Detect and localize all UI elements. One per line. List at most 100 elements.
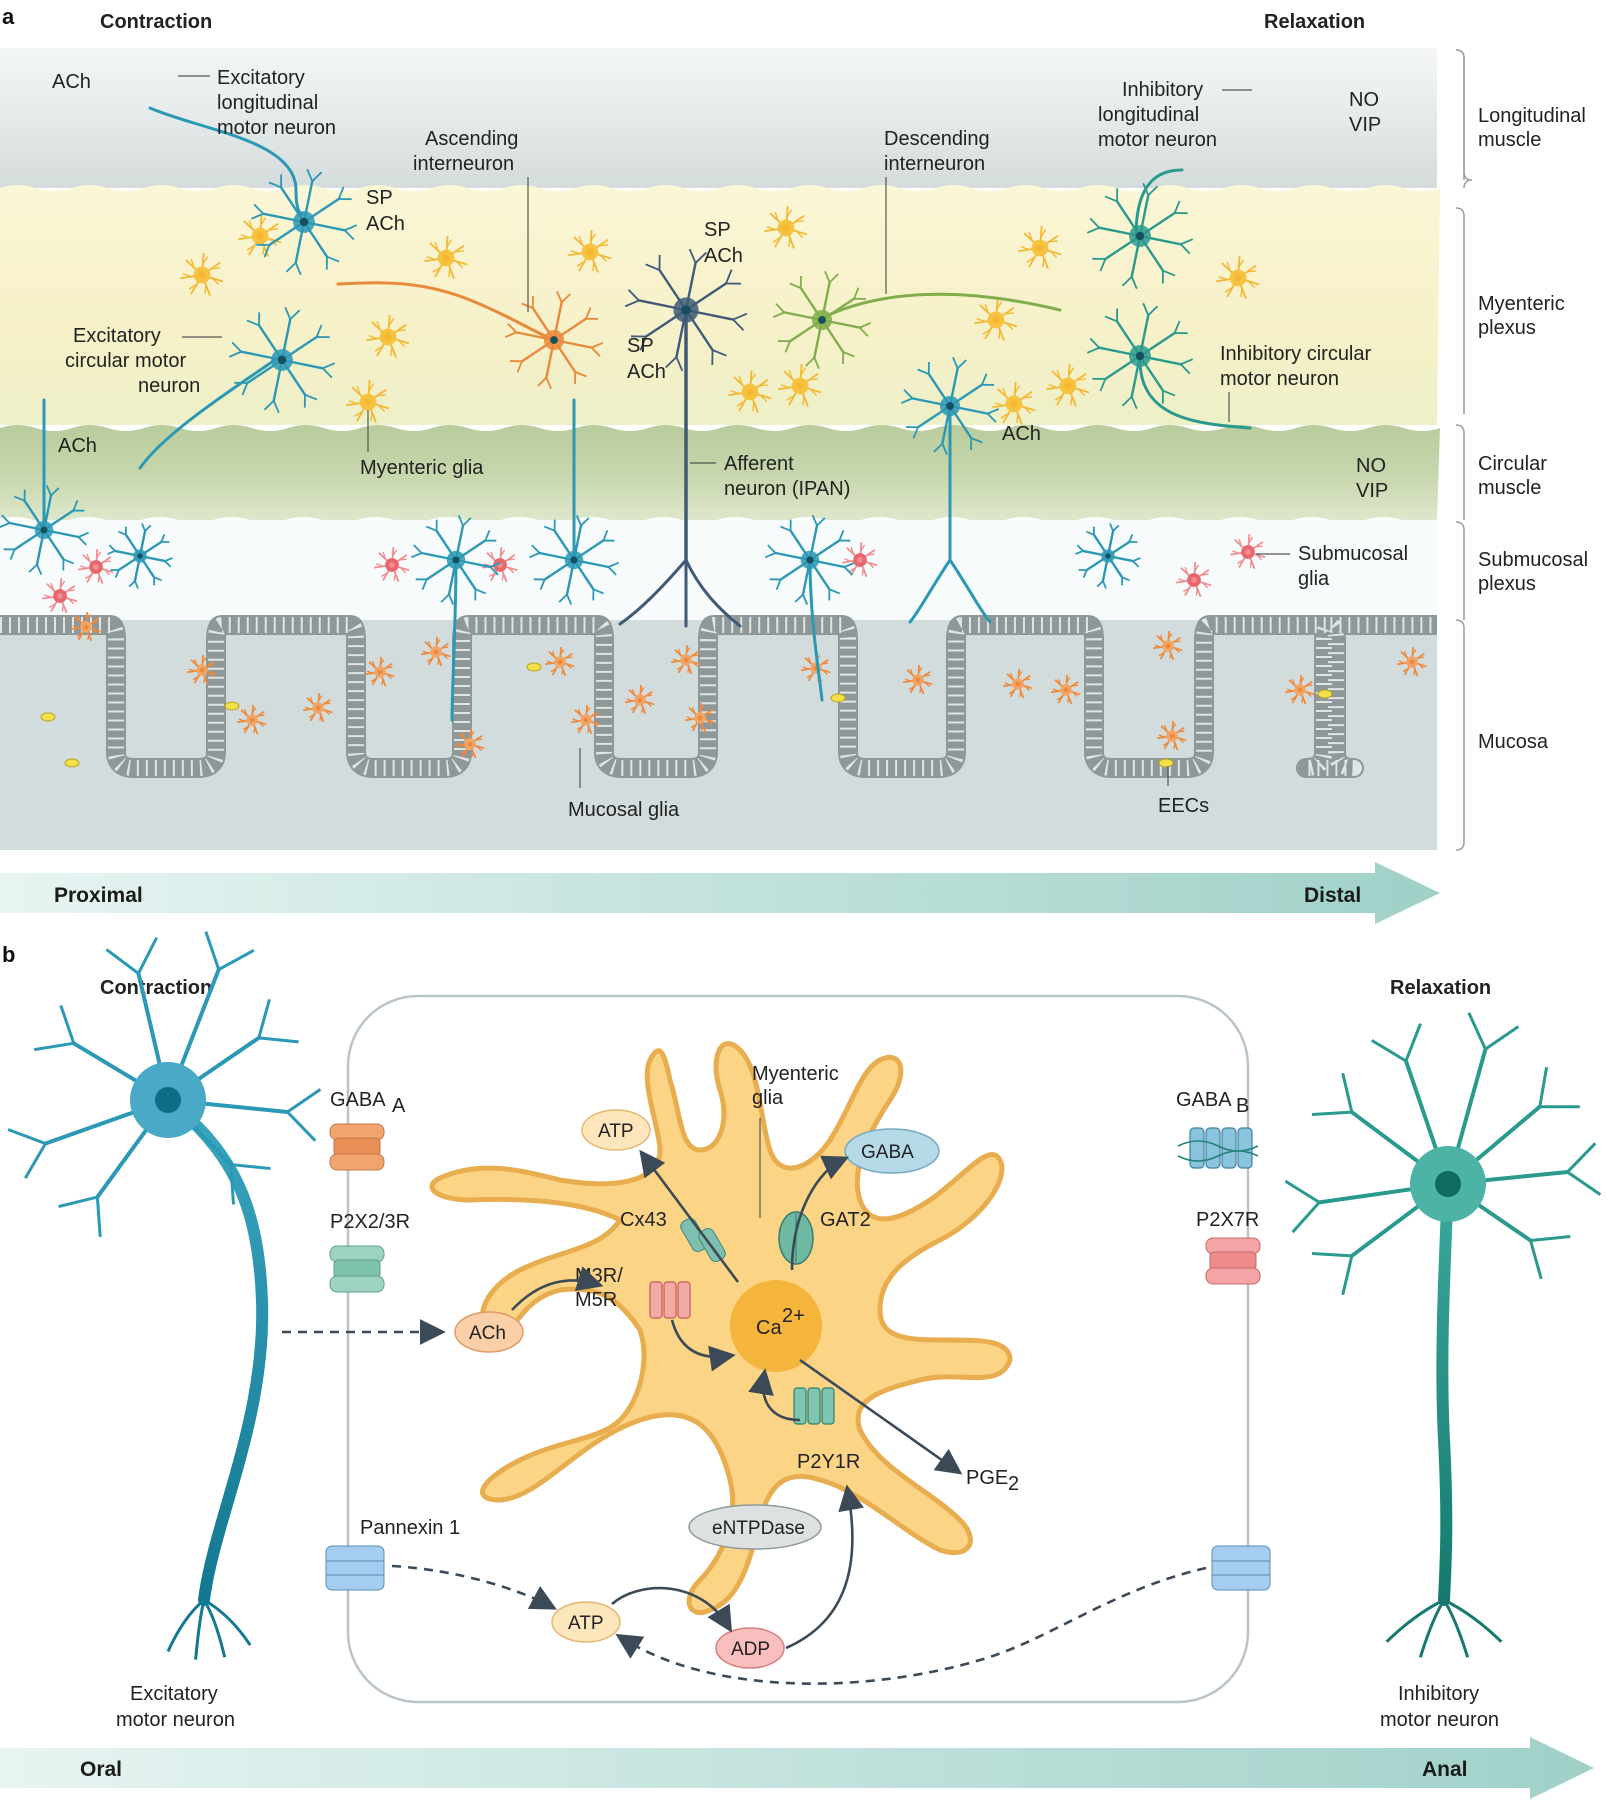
glia-branch [996, 301, 1003, 310]
dendrite-branch [426, 525, 437, 532]
motor-terminals [908, 558, 992, 624]
glia-branch [1056, 695, 1063, 701]
dendrite-branch [286, 1088, 322, 1114]
dendrite-branch [1180, 243, 1191, 255]
glia-branch [772, 236, 781, 243]
glia-nucleus [586, 248, 594, 256]
glia-branch [319, 714, 322, 722]
glia-branch [1154, 644, 1161, 648]
glia-branch [258, 714, 265, 717]
myenteric-glia-cell [728, 369, 772, 413]
glia-branch [1226, 261, 1231, 271]
label-pannexin: Pannexin 1 [360, 1517, 460, 1539]
glia-branch [766, 225, 776, 231]
glia-branch [240, 233, 250, 239]
glia-branch [780, 383, 790, 389]
glia-branch [398, 339, 406, 348]
excitatory-motor-neuron [7, 931, 322, 1660]
glia-branch [699, 705, 705, 711]
dendrite-branch [838, 530, 845, 541]
dendrite-branch [1566, 1170, 1602, 1196]
dendrite-branch [1566, 1142, 1597, 1174]
dendrite-branch [580, 517, 590, 527]
glia-branch [867, 553, 875, 556]
glia-nucleus [467, 741, 473, 747]
glia-branch [908, 685, 915, 691]
pill-adp: ADP [715, 1627, 785, 1669]
dendrite-branch [285, 262, 297, 273]
label-vip-1: VIP [1349, 114, 1381, 136]
glia-branch [1054, 394, 1063, 401]
dendrite-branch [1130, 276, 1138, 290]
dendrite-branch [1086, 346, 1100, 354]
dendrite-branch [775, 303, 786, 313]
glia-branch [1016, 414, 1019, 424]
dendrite-branch [457, 515, 464, 526]
dendrite-branch [1096, 580, 1104, 588]
dendrite-branch [144, 524, 152, 532]
glia-nucleus [389, 562, 395, 568]
glia-branch [1057, 678, 1062, 686]
gaba-b-receptor: GABA B [1176, 1089, 1259, 1169]
glia-branch [366, 670, 373, 674]
dendrite-branch [712, 349, 727, 357]
pannexin-channel-right [1211, 1545, 1271, 1591]
glia-branch [376, 320, 381, 330]
glia-branch [1024, 685, 1030, 692]
glia-branch [924, 674, 931, 677]
dendrite-branch [813, 357, 820, 370]
dendrite-branch [440, 593, 450, 603]
panel-b-letter: b [2, 942, 15, 967]
inhibitory-circular-axon [1138, 358, 1252, 430]
label-atp-bottom: ATP [568, 1613, 604, 1634]
dendrite-branch [36, 564, 43, 575]
dendrite-branch [1132, 560, 1140, 568]
glia-branch [456, 742, 463, 746]
dendrite-branch [0, 522, 10, 529]
glia-branch [308, 713, 315, 719]
glia-branch [432, 266, 441, 273]
axon-terminal [1385, 1598, 1445, 1643]
dendrite-branch [802, 594, 809, 605]
dendrite-branch [230, 1163, 271, 1171]
glia-branch [390, 347, 393, 357]
glia-nucleus [796, 382, 804, 390]
inhibitory-circular-motor-neuron [1086, 302, 1194, 410]
glia-branch [1020, 245, 1030, 251]
dendrite-branch [164, 557, 173, 562]
label-ach-3: ACh [627, 361, 666, 383]
glia-branch [508, 567, 515, 574]
glia-branch [1184, 566, 1189, 575]
glia-branch [1024, 406, 1032, 415]
glia-branch [380, 572, 388, 578]
dendrite-branch [1121, 396, 1133, 407]
label-vip-2: VIP [1356, 480, 1388, 502]
myenteric-glia-cell: Ca 2+ [429, 1041, 1013, 1616]
mucosal-glia-cell [237, 704, 267, 735]
label-gaba-a: GABA [330, 1089, 386, 1111]
glia-branch [590, 233, 597, 242]
glia-branch [376, 563, 384, 567]
glia-branch [1159, 634, 1164, 642]
glia-branch [378, 404, 386, 413]
glia-branch [386, 673, 392, 680]
glia-branch [984, 303, 989, 313]
glia-branch [1014, 385, 1021, 394]
dendrite-branch [1311, 1251, 1352, 1258]
eec-cell [1317, 689, 1333, 699]
glia-branch [1167, 633, 1173, 639]
label-ach-right: ACh [1002, 423, 1041, 445]
glia-branch [188, 283, 197, 290]
glia-branch [1248, 280, 1256, 289]
glia-nucleus [857, 557, 863, 563]
glia-branch [1158, 734, 1165, 738]
label-proximal: Proximal [54, 884, 143, 907]
excitatory-circular-motor-neuron [228, 306, 336, 414]
dendrite-branch [241, 382, 249, 396]
glia-branch [1017, 671, 1023, 677]
glia-branch [60, 580, 66, 588]
glia-branch [802, 666, 809, 670]
